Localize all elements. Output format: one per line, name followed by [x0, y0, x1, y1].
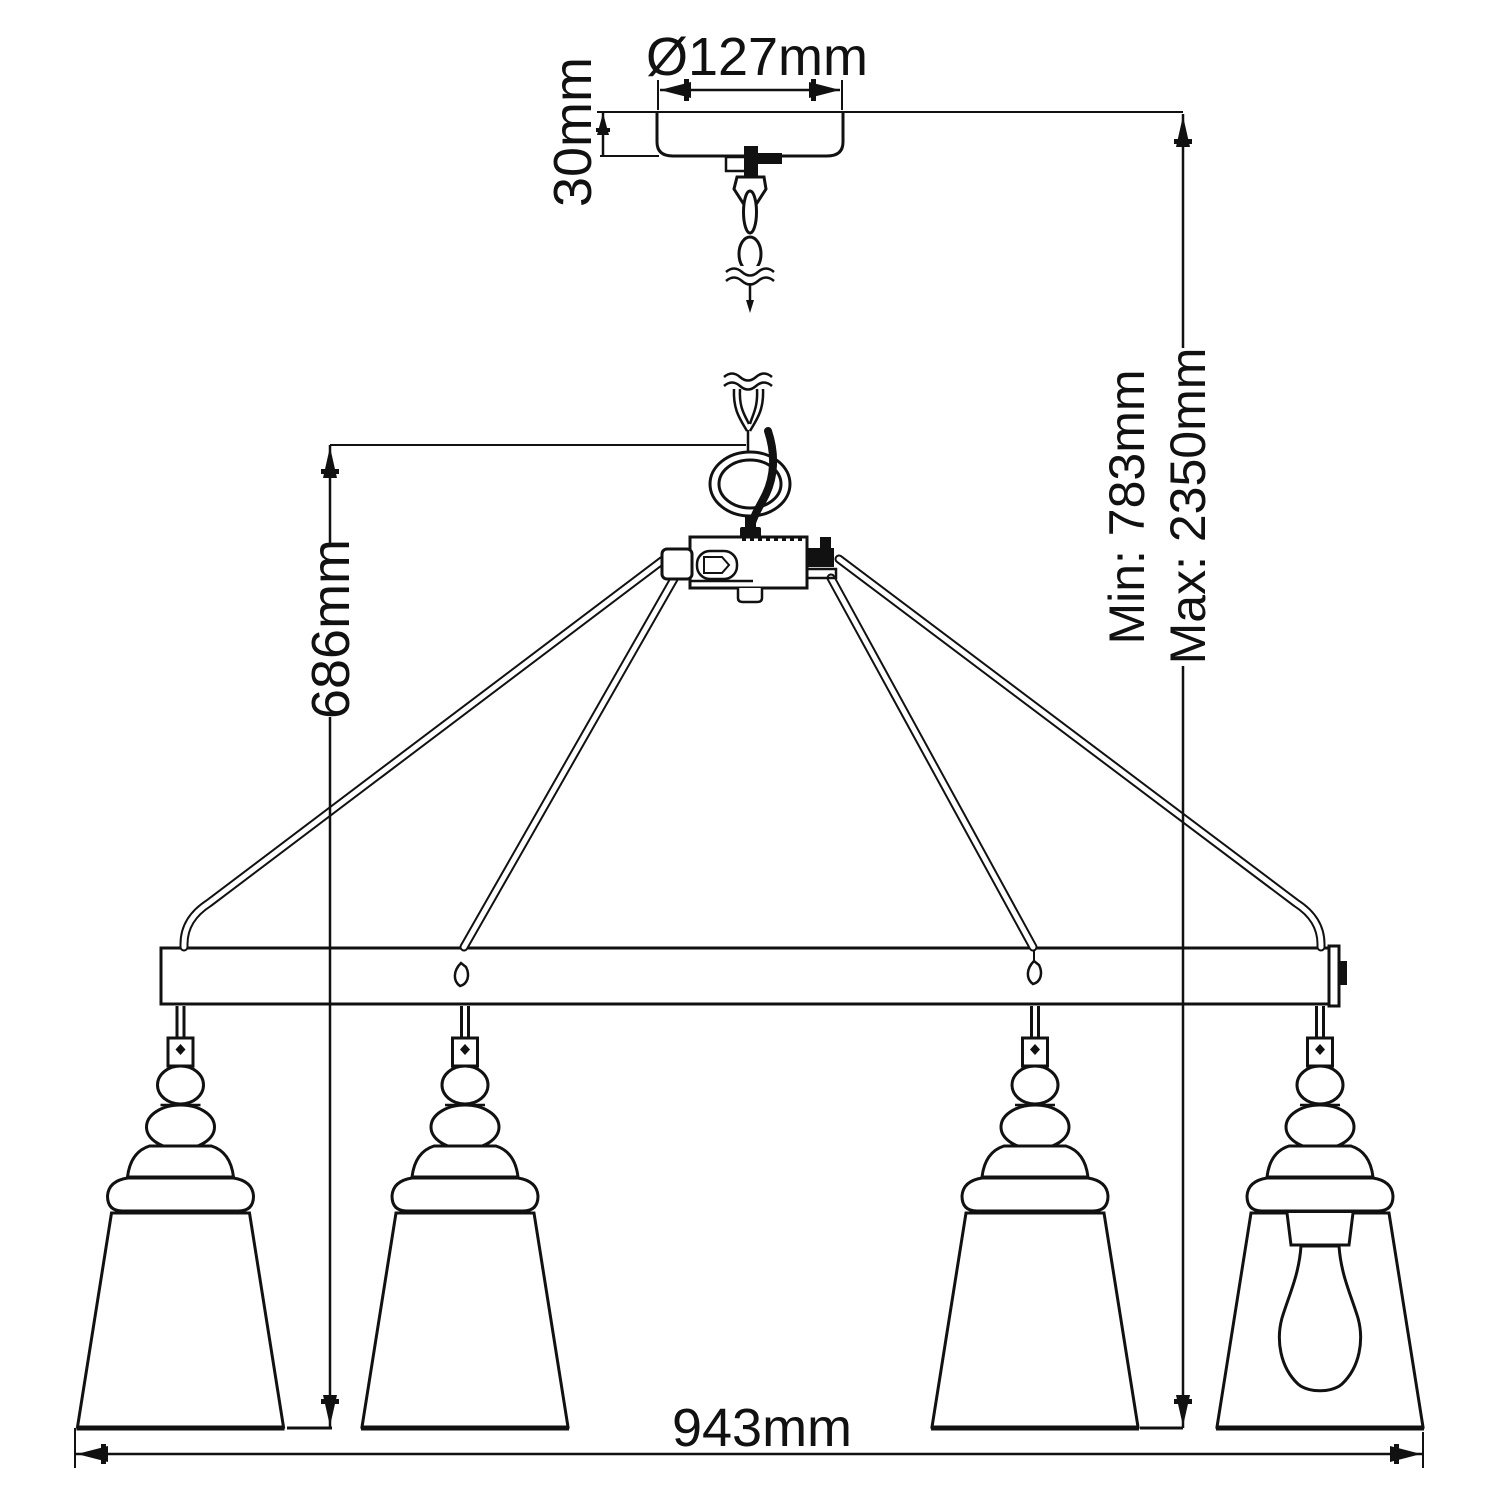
crossbar-end-cap: [1327, 944, 1341, 1008]
arrow-right-icon: [809, 82, 840, 98]
arrow-down-tick: [321, 1399, 339, 1404]
label-backing: [303, 543, 361, 717]
label-backing-max: [1160, 348, 1218, 666]
support-arms: [179, 554, 1326, 952]
arrow-left-tick: [684, 79, 689, 101]
arm-outer-left-core: [181, 557, 666, 950]
arrow-down-tick: [1174, 1399, 1192, 1404]
hook-break-wave-2: [723, 381, 773, 391]
arrow-up-tick: [596, 128, 610, 132]
chain-break-wave-1: [725, 267, 775, 277]
arrow-left-icon: [660, 82, 691, 98]
dim-canopy-height: 30mm: [543, 57, 659, 207]
hub-right-tab: [820, 537, 831, 549]
overall-width-label: 943mm: [672, 1398, 852, 1458]
crossbar-screw-left: [453, 961, 470, 988]
light-bulb-group: [1277, 1212, 1363, 1393]
dim-drop-height: Min: 783mm Max: 2350mm: [1099, 114, 1218, 1430]
chain-link-lower: [737, 235, 763, 273]
suspension-hook: [723, 372, 773, 453]
side-screw: [758, 153, 782, 164]
hook-outer-left: [732, 388, 749, 432]
max-drop-label: Max: 2350mm: [1160, 348, 1216, 665]
suspension-ring-inner: [717, 458, 783, 510]
label-backing-min: [1100, 370, 1156, 644]
arrow-right-tick: [1394, 1444, 1399, 1464]
hub-right-bracket: [807, 567, 838, 580]
hook-inner-left: [738, 388, 751, 425]
arrow-left-icon: [77, 1446, 108, 1462]
hub-right-fitting: [807, 548, 834, 567]
arrow-up-tick: [321, 469, 339, 474]
arrow-left-tick: [101, 1444, 106, 1464]
bulb-socket: [1285, 1212, 1355, 1247]
dim-overall-width: 943mm: [74, 1398, 1424, 1468]
min-drop-label: Min: 783mm: [1099, 369, 1155, 644]
canopy-diameter-label: Ø127mm: [646, 27, 868, 87]
hook-outer-right: [748, 388, 765, 432]
dim-canopy-diameter: Ø127mm: [646, 27, 868, 110]
mount-block: [744, 146, 758, 178]
hub-left-collar: [660, 547, 694, 581]
arm-inner-right-core: [828, 575, 1036, 950]
center-hub: [660, 535, 838, 604]
hook-inner-right: [748, 388, 759, 425]
mount-bracket: [724, 155, 744, 173]
arm-outer-right-core: [836, 556, 1324, 950]
arm-inner-left-core: [461, 576, 677, 950]
crossbar-end-knob: [1339, 961, 1347, 985]
arrow-right-tick: [811, 79, 816, 101]
cord-clamp-nut: [745, 517, 756, 528]
hub-slot-arrow: [703, 556, 731, 574]
hook-break-wave-1: [723, 372, 773, 382]
arrow-up-tick: [1174, 139, 1192, 144]
bulb-glass: [1277, 1244, 1363, 1393]
crossbar-screw-right: [1026, 959, 1043, 986]
hub-bottom-tab: [736, 588, 764, 604]
body-height-label: 686mm: [301, 539, 361, 719]
chain-link-upper: [742, 189, 758, 235]
canopy-height-label: 30mm: [543, 57, 603, 207]
suspension-ring-outer: [708, 450, 792, 518]
chain-wire-tip: [746, 300, 754, 313]
canopy-hardware: [723, 146, 782, 313]
dim-body-height: 686mm: [287, 444, 746, 1430]
